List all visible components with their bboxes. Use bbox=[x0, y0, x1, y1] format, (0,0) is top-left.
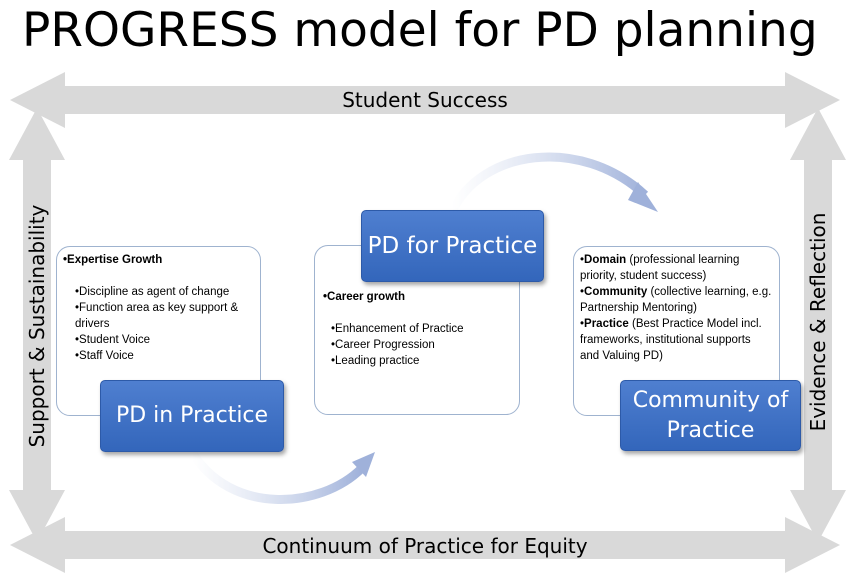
list-item: Staff Voice bbox=[75, 348, 254, 364]
bottom-label: Continuum of Practice for Equity bbox=[262, 534, 588, 558]
community-of-practice-box: Community of Practice bbox=[620, 380, 801, 451]
list-item: Discipline as agent of change bbox=[75, 284, 254, 300]
list-item: Leading practice bbox=[331, 353, 513, 369]
list-item: Community (collective learning, e.g. Par… bbox=[580, 284, 773, 316]
upper-curved-arrow bbox=[447, 152, 649, 214]
card-heading: Expertise Growth bbox=[63, 252, 254, 268]
page-title: PROGRESS model for PD planning bbox=[22, 3, 818, 58]
right-double-arrow bbox=[790, 108, 846, 542]
lower-curved-arrowhead bbox=[352, 452, 375, 477]
bottom-double-arrow bbox=[10, 517, 840, 573]
top-label: Student Success bbox=[342, 88, 508, 112]
pd-in-practice-box: PD in Practice bbox=[100, 380, 284, 452]
card-heading: Career growth bbox=[323, 289, 513, 305]
left-double-arrow bbox=[9, 108, 65, 542]
right-label: Evidence & Reflection bbox=[806, 212, 830, 432]
list-item: Function area as key support & drivers bbox=[75, 300, 254, 332]
list-item: Practice (Best Practice Model incl. fram… bbox=[580, 316, 773, 364]
list-item: Enhancement of Practice bbox=[331, 321, 513, 337]
top-double-arrow bbox=[10, 72, 840, 128]
list-item: Student Voice bbox=[75, 332, 254, 348]
pd-for-practice-box: PD for Practice bbox=[361, 210, 544, 282]
lower-curved-arrow bbox=[188, 449, 366, 504]
community-of-practice-card: Domain (professional learning priority, … bbox=[573, 246, 780, 416]
list-item: Career Progression bbox=[331, 337, 513, 353]
list-item: Domain (professional learning priority, … bbox=[580, 252, 773, 284]
upper-curved-arrowhead bbox=[628, 182, 658, 212]
left-label: Support & Sustainability bbox=[25, 204, 49, 448]
